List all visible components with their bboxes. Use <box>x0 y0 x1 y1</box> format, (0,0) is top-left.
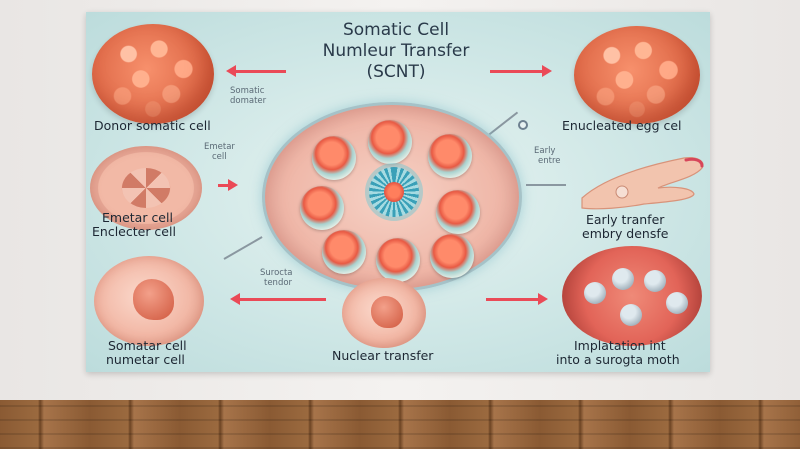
scnt-poster: Somatic Cell Numleur Transfer (SCNT) Don… <box>86 12 710 372</box>
label-surocta-1: Surocta <box>260 268 293 278</box>
blastomere-6 <box>322 230 366 274</box>
label-early-transfer-1: Early tranfer <box>586 212 665 227</box>
implant-disc-5 <box>620 304 642 326</box>
label-surocta-2: tendor <box>264 278 293 288</box>
central-nucleus <box>369 167 419 217</box>
label-donor-somatic-cell: Donor somatic cell <box>94 118 211 133</box>
label-emetar-cell-1: Emetar cell <box>102 210 173 225</box>
arrow-emetar-to-center <box>218 179 238 191</box>
blastomere-8 <box>430 234 474 278</box>
somatic-embryo-image <box>94 256 204 346</box>
wooden-floor <box>0 400 800 449</box>
label-implantation-1: Implatation int <box>574 338 666 353</box>
blastomere-4 <box>300 186 344 230</box>
emetar-cell-nucleus <box>122 168 170 208</box>
egg-cell-cluster <box>574 26 700 124</box>
implant-disc-4 <box>666 292 688 314</box>
blastomere-3 <box>428 134 472 178</box>
donor-cell-cluster <box>92 24 214 124</box>
label-small-somatic-2: domater <box>230 96 267 106</box>
label-emetar-cell-2: Enclecter cell <box>92 224 176 239</box>
connector-line-bottom-left <box>223 236 263 260</box>
poster-title: Somatic Cell Numleur Transfer (SCNT) <box>266 20 526 83</box>
hand-illustration <box>581 157 704 210</box>
label-enucleated-egg-cell: Enucleated egg cel <box>562 118 682 133</box>
arrow-to-implantation <box>486 293 548 305</box>
arrow-to-bottom-left <box>230 293 326 305</box>
label-small-somatic-1: Somatic <box>230 86 265 96</box>
connector-line-right <box>526 184 566 186</box>
label-early-small-1: Early <box>534 146 556 156</box>
blastomere-5 <box>436 190 480 234</box>
nuclear-transfer-embryo <box>342 278 426 348</box>
connector-dot <box>518 120 528 130</box>
arrow-to-egg <box>490 65 552 77</box>
implant-disc-1 <box>584 282 606 304</box>
blastomere-7 <box>376 238 420 282</box>
label-somatic-numetar-1: Somatar cell <box>108 338 187 353</box>
blastomere-1 <box>312 136 356 180</box>
label-somatic-numetar-2: numetar cell <box>106 352 185 367</box>
label-small-emetar-1: Emetar <box>204 142 235 152</box>
title-line-3: (SCNT) <box>366 62 426 82</box>
title-line-1: Somatic Cell <box>342 20 450 40</box>
implant-disc-2 <box>612 268 634 290</box>
label-early-transfer-2: embry densfe <box>582 226 669 241</box>
arrow-to-donor <box>226 65 286 77</box>
blastomere-2 <box>368 120 412 164</box>
implant-disc-3 <box>644 270 666 292</box>
label-small-emetar-2: cell <box>212 152 227 162</box>
label-early-small-2: entre <box>538 156 561 166</box>
label-implantation-2: into a surogta moth <box>556 352 680 367</box>
label-nuclear-transfer: Nuclear transfer <box>332 348 434 363</box>
title-line-2: Numleur Transfer <box>322 41 470 61</box>
